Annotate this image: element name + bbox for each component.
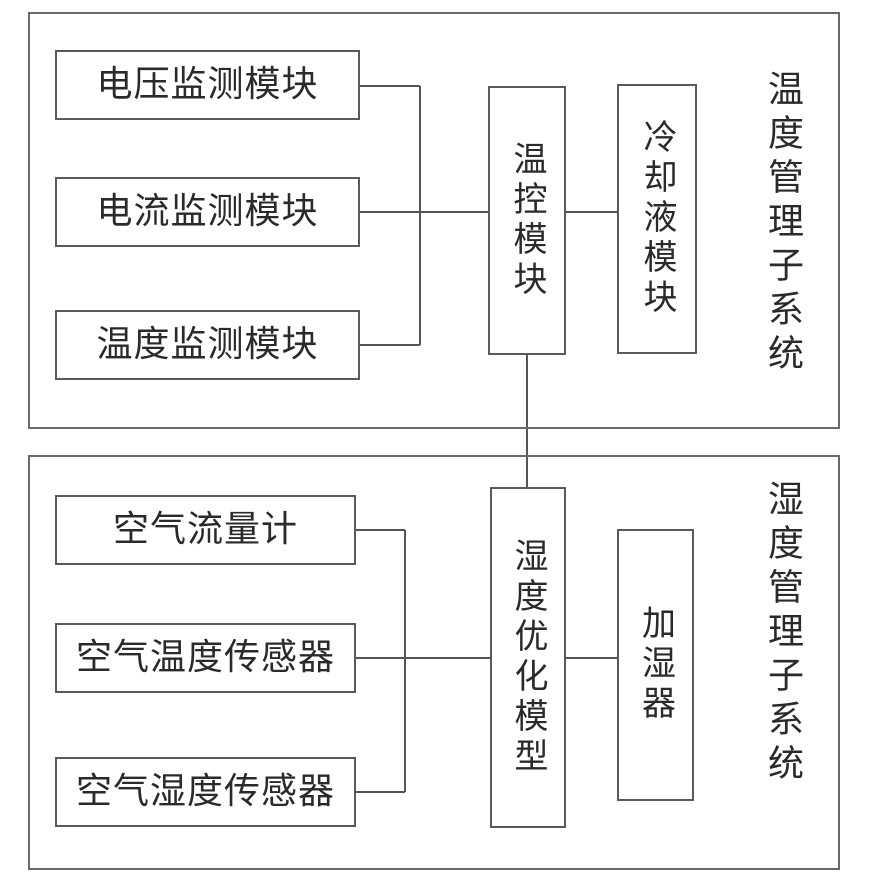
temperature-control-module: 温控模块 [488, 86, 566, 355]
coolant-module: 冷却液模块 [617, 84, 697, 354]
air-temperature-sensor-label: 空气温度传感器 [76, 640, 335, 676]
air-temperature-sensor: 空气温度传感器 [55, 623, 356, 693]
air-flow-meter: 空气流量计 [55, 495, 356, 565]
air-humidity-sensor: 空气湿度传感器 [55, 757, 356, 827]
current-monitor-module: 电流监测模块 [55, 177, 360, 247]
humidity-optimization-label: 湿度优化模型 [511, 538, 545, 778]
voltage-monitor-label: 电压监测模块 [96, 67, 318, 103]
coolant-module-label: 冷却液模块 [640, 119, 674, 319]
voltage-monitor-module: 电压监测模块 [55, 50, 360, 120]
humidifier: 加湿器 [617, 529, 694, 801]
temperature-control-label: 温控模块 [510, 141, 544, 301]
humidifier-label: 加湿器 [639, 605, 673, 725]
air-humidity-sensor-label: 空气湿度传感器 [76, 774, 335, 810]
humidity-optimization-model: 湿度优化模型 [490, 487, 566, 828]
air-flow-meter-label: 空气流量计 [113, 512, 298, 548]
temperature-subsystem-title: 温度管理子系统 [752, 70, 812, 410]
temperature-monitor-module: 温度监测模块 [55, 310, 360, 380]
temperature-monitor-label: 温度监测模块 [96, 327, 318, 363]
current-monitor-label: 电流监测模块 [96, 194, 318, 230]
humidity-subsystem-title: 湿度管理子系统 [752, 480, 812, 850]
